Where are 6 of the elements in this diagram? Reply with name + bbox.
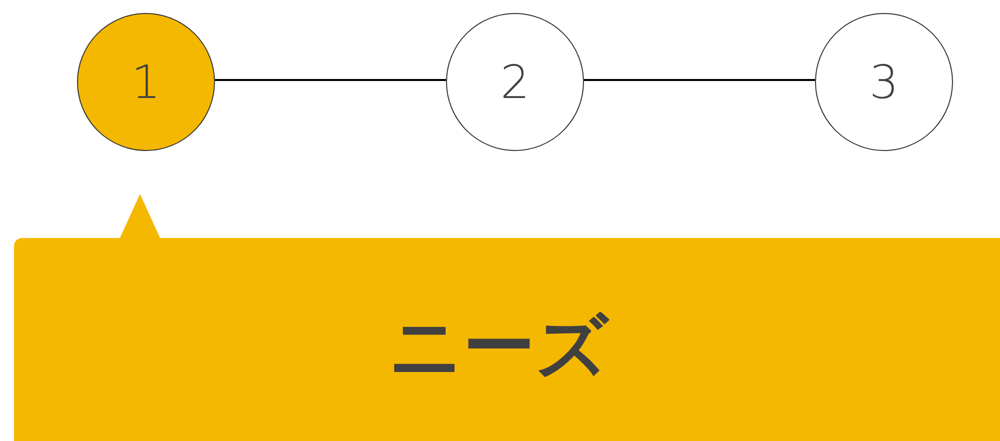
callout-text: ニーズ	[389, 304, 609, 388]
connector-line	[584, 79, 815, 81]
step-number: 3	[869, 59, 899, 105]
step-number: 1	[131, 59, 161, 105]
step-number: 2	[500, 59, 530, 105]
connector-line	[215, 79, 446, 81]
